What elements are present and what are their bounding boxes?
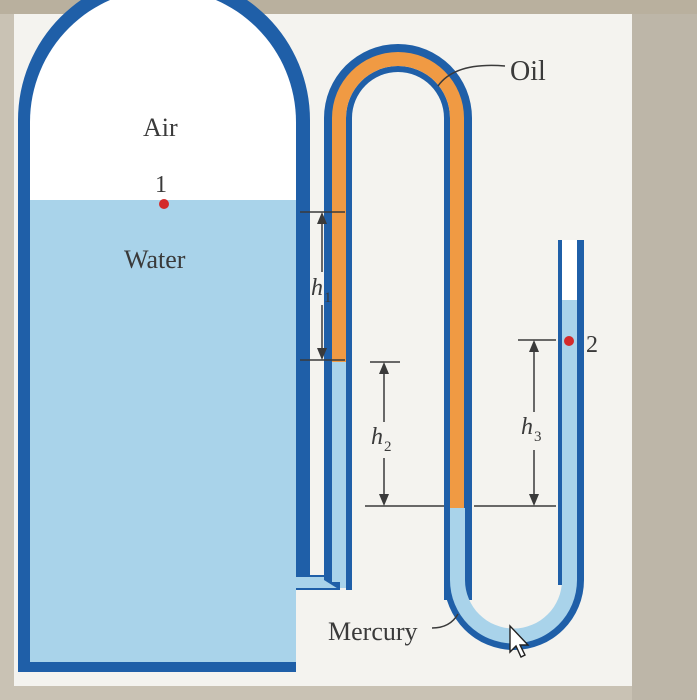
point-1-label: 1	[155, 172, 167, 198]
dimension-lines	[300, 64, 556, 629]
oil-leader-line	[437, 64, 506, 87]
connector-water	[294, 577, 350, 588]
h1-arrowhead-top	[317, 212, 327, 224]
h1-subscript: 1	[324, 290, 332, 306]
mercury-column	[450, 330, 577, 644]
dimension-arrowheads	[317, 212, 539, 506]
mouse-pointer-icon	[509, 624, 530, 658]
right-leg-outer-wall	[577, 240, 581, 585]
h2-arrowhead-bottom	[379, 494, 389, 506]
h1-label: h	[311, 275, 323, 301]
h2-arrowhead-top	[379, 362, 389, 374]
air-label: Air	[143, 113, 178, 142]
oil-column	[332, 52, 464, 508]
point-1-marker	[159, 199, 169, 209]
h2-subscript: 2	[384, 439, 392, 455]
h1-arrowhead-bottom	[317, 348, 327, 360]
point-2-label: 2	[586, 332, 598, 358]
right-frame-strip	[632, 14, 697, 700]
h3-label: h	[521, 414, 533, 440]
right-leg-water	[562, 300, 577, 332]
right-leg-empty	[562, 240, 577, 300]
h3-subscript: 3	[534, 429, 542, 445]
mercury-label: Mercury	[328, 617, 418, 646]
tank-water	[30, 200, 296, 662]
point-2-marker	[564, 336, 574, 346]
water-label: Water	[124, 245, 186, 274]
h2-label: h	[371, 424, 383, 450]
left-leg-water	[332, 362, 346, 582]
h3-arrowhead-top	[529, 340, 539, 352]
h3-arrowhead-bottom	[529, 494, 539, 506]
mercury-leader-line	[431, 613, 459, 629]
right-leg-inner-wall	[558, 240, 562, 585]
oil-label: Oil	[510, 56, 546, 87]
